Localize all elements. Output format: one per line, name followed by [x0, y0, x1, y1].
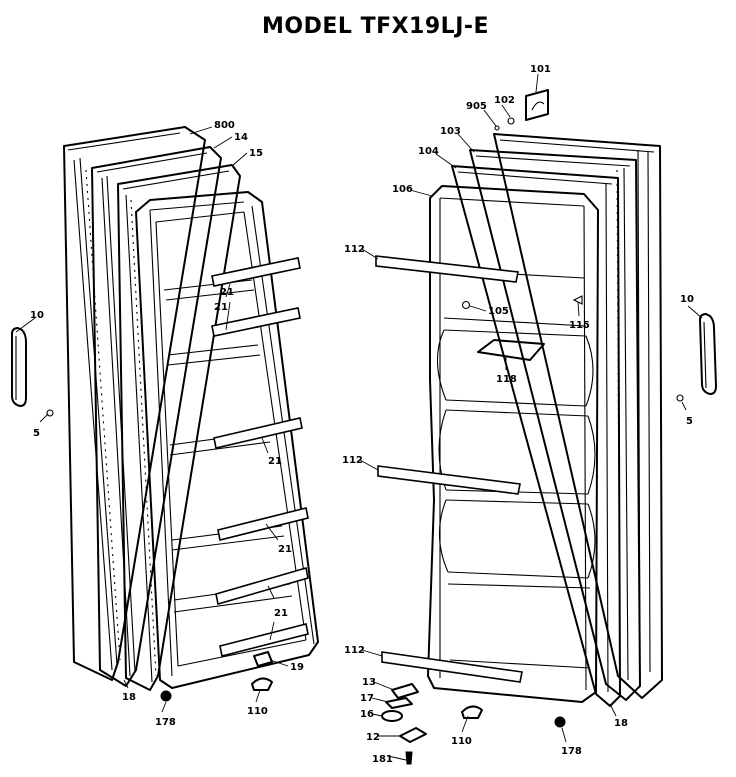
- left-bumper: [160, 690, 172, 702]
- left-door-glide: [253, 651, 273, 667]
- right-bumper: [554, 716, 566, 728]
- model-title: MODEL TFX19LJ-E: [262, 14, 489, 39]
- callout-118: 118: [496, 374, 517, 385]
- bottom-hinge: [399, 727, 427, 743]
- bottom-hinge-plate: [391, 683, 419, 699]
- callout-178-left: 178: [155, 717, 176, 728]
- right-inner-door-liner: [427, 185, 599, 703]
- callout-104: 104: [418, 146, 439, 157]
- callout-12: 12: [366, 732, 380, 743]
- callout-17: 17: [360, 693, 374, 704]
- callout-178-right: 178: [561, 746, 582, 757]
- right-door-frame: [451, 165, 621, 707]
- callout-103: 103: [440, 126, 461, 137]
- left-door-handle: [11, 327, 27, 407]
- callout-800: 800: [214, 120, 235, 131]
- left-door-assembly: [11, 126, 319, 702]
- right-hinge-clip: [461, 705, 483, 719]
- callout-106: 106: [392, 184, 413, 195]
- callout-15: 15: [249, 148, 263, 159]
- right-door-gasket: [469, 149, 641, 701]
- callout-101: 101: [530, 64, 551, 75]
- left-door-frame: [117, 164, 241, 691]
- liner-plug: [461, 300, 471, 310]
- callout-18-left: 18: [122, 692, 136, 703]
- hinge-screw: [405, 751, 413, 765]
- callout-10-right: 10: [680, 294, 694, 305]
- top-hinge: [525, 89, 549, 121]
- hinge-shim: [385, 697, 413, 709]
- right-door-shelf-bars: [375, 255, 523, 683]
- callout-21a: 21: [220, 287, 234, 298]
- right-handle-screw: [676, 394, 684, 402]
- callout-110-left: 110: [247, 706, 268, 717]
- callout-905: 905: [466, 101, 487, 112]
- callout-112a: 112: [344, 244, 365, 255]
- dairy-compartment-cover: [477, 339, 545, 361]
- left-hinge-clip: [251, 677, 273, 691]
- callout-14: 14: [234, 132, 248, 143]
- right-door-assembly: [375, 89, 717, 765]
- callout-181: 181: [372, 754, 393, 765]
- callout-105: 105: [488, 306, 509, 317]
- left-door-shelf-bars: [211, 257, 309, 657]
- leader-lines: [15, 73, 703, 761]
- callout-21b: 21: [214, 302, 228, 313]
- callout-112b: 112: [342, 455, 363, 466]
- callout-10-left: 10: [30, 310, 44, 321]
- right-door-handle: [699, 313, 717, 395]
- callout-18-right: 18: [614, 718, 628, 729]
- callout-5-right: 5: [686, 416, 693, 427]
- callout-labels: 800 14 15 21 21 21 21 21 10 5 19 18 178 …: [30, 64, 694, 765]
- callout-112c: 112: [344, 645, 365, 656]
- cam-riser: [381, 710, 403, 722]
- left-handle-screw: [46, 409, 54, 417]
- hinge-washer: [507, 117, 515, 125]
- callout-21d: 21: [278, 544, 292, 555]
- hinge-pin: [494, 125, 500, 131]
- left-outer-door-panel: [63, 126, 206, 681]
- callout-19: 19: [290, 662, 304, 673]
- callout-21e: 21: [274, 608, 288, 619]
- callout-13: 13: [362, 677, 376, 688]
- callout-5-left: 5: [33, 428, 40, 439]
- callout-16: 16: [360, 709, 374, 720]
- callout-21c: 21: [268, 456, 282, 467]
- callout-110-right: 110: [451, 736, 472, 747]
- callout-102: 102: [494, 95, 515, 106]
- callout-115: 115: [569, 320, 590, 331]
